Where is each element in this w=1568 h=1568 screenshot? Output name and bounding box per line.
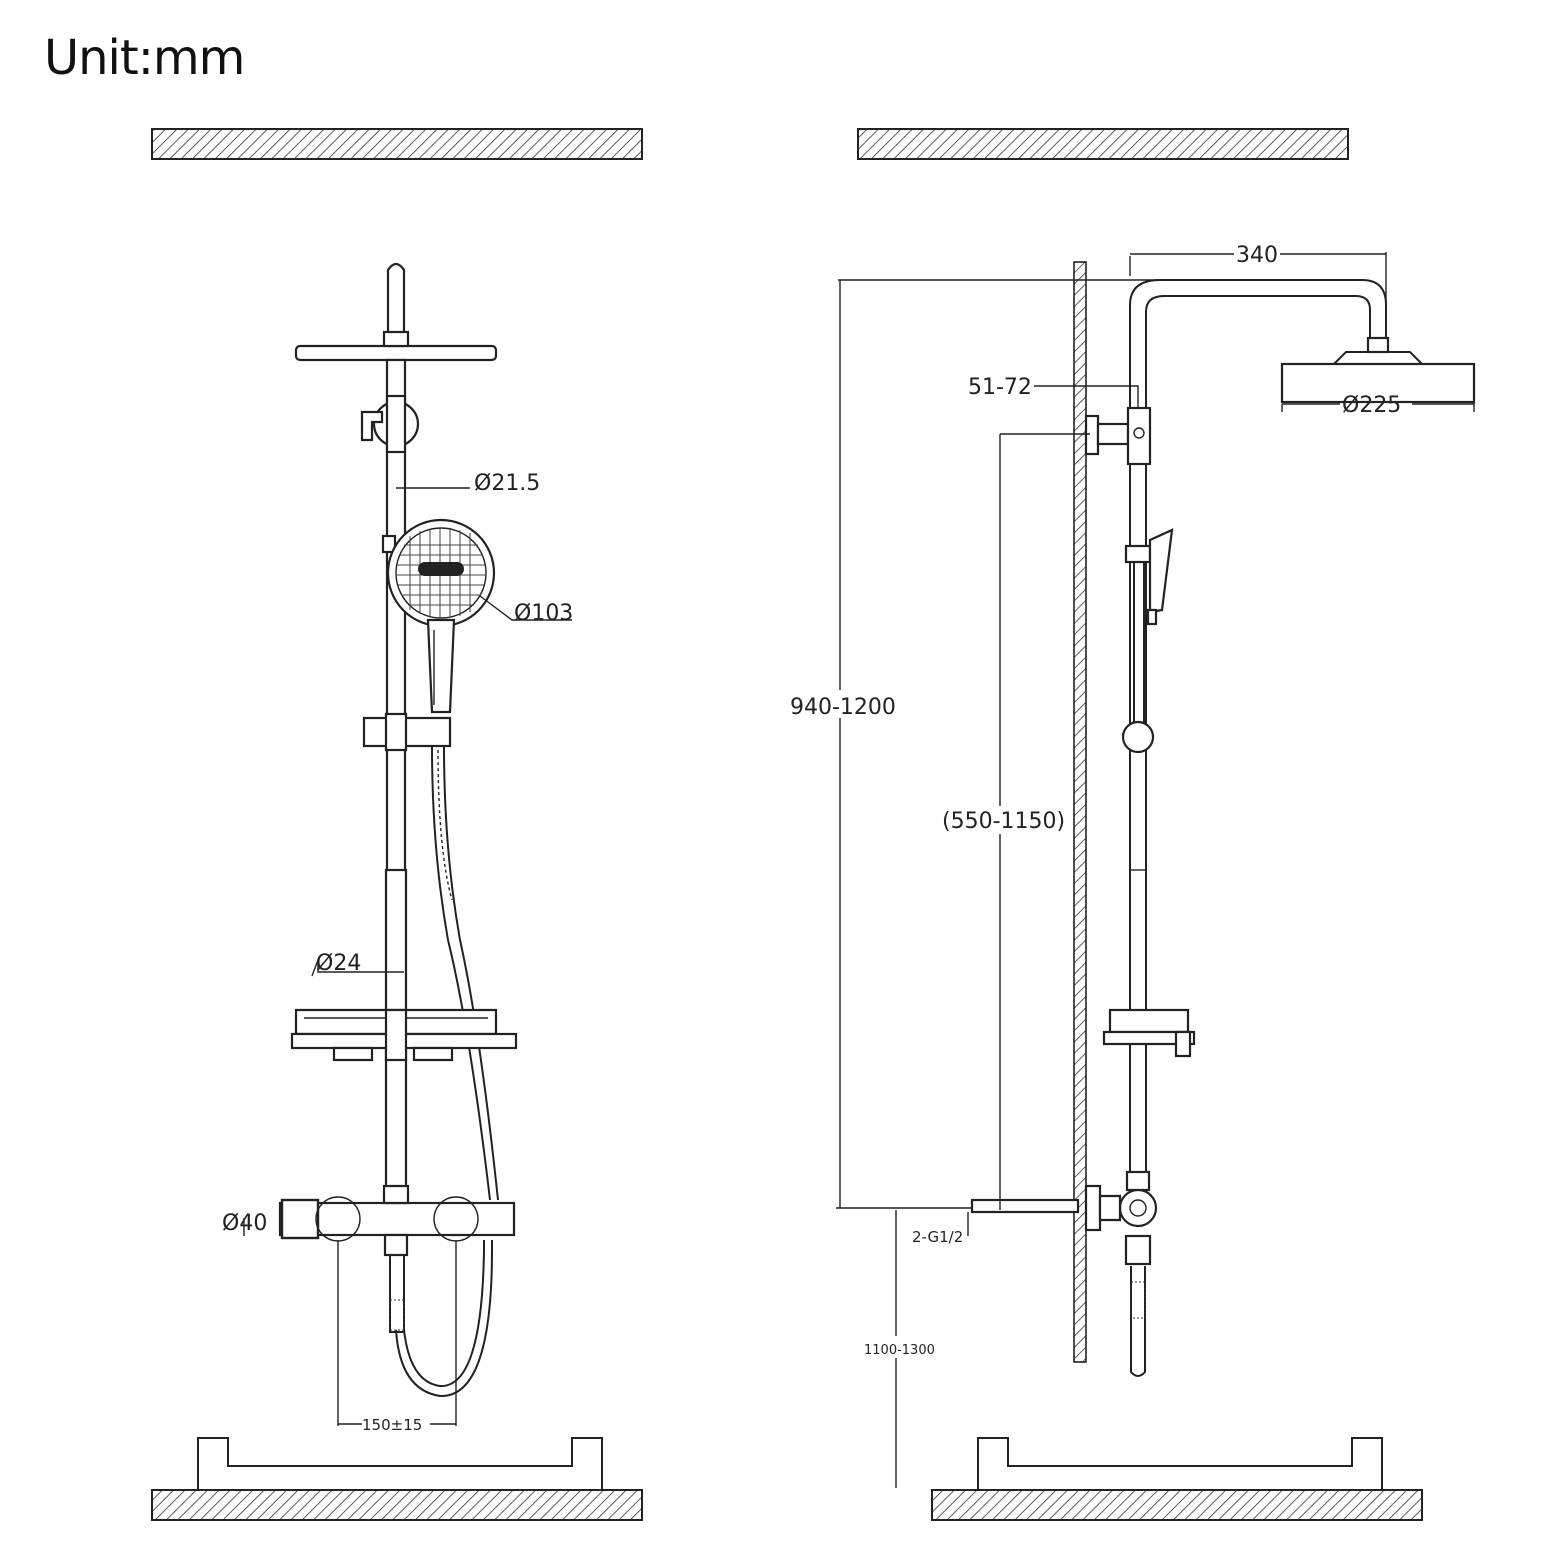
dim-mount-height: 1100-1300 xyxy=(864,1343,935,1358)
dim-head-diameter: Ø225 xyxy=(1342,393,1401,418)
bathtub-left xyxy=(197,1437,603,1490)
front-view xyxy=(243,262,572,1426)
side-view xyxy=(836,252,1476,1488)
floor-left xyxy=(151,1489,643,1521)
dim-bracket-offset: 51-72 xyxy=(968,375,1032,400)
unit-label: Unit:mm xyxy=(44,30,245,86)
ceiling-left xyxy=(151,128,643,160)
dim-arm-reach: 340 xyxy=(1236,243,1278,268)
dim-hand-shower-diameter: Ø103 xyxy=(514,601,573,626)
ceiling-right xyxy=(857,128,1349,160)
dim-rail-diameter: Ø24 xyxy=(316,951,361,976)
wall-section xyxy=(1073,261,1087,1363)
dim-inlet: 2-G1/2 xyxy=(912,1228,963,1246)
dim-bracket-height: (550-1150) xyxy=(942,809,1065,834)
dim-mixer-diameter: Ø40 xyxy=(222,1211,267,1236)
floor-right xyxy=(931,1489,1423,1521)
bathtub-right xyxy=(977,1437,1383,1490)
dim-bar-diameter: Ø21.5 xyxy=(474,471,540,496)
dim-center-spacing: 150±15 xyxy=(362,1416,422,1434)
dim-overall-height: 940-1200 xyxy=(790,695,896,720)
